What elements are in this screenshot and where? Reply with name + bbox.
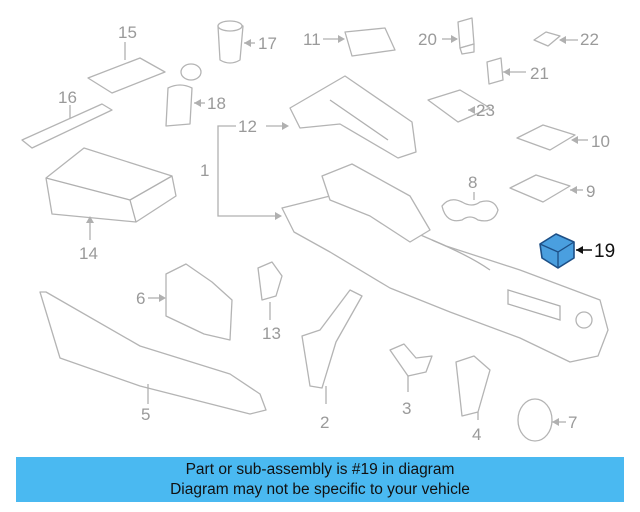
label-19: 19 [594,241,615,262]
part-20-switch [442,17,475,55]
parts-diagram: 15 17 11 20 22 21 16 18 12 23 10 1 8 9 1… [21,17,615,444]
label-3: 3 [402,399,411,418]
part-16-trim [21,103,113,149]
info-banner: Part or sub-assembly is #19 in diagram D… [16,457,624,502]
label-12: 12 [238,117,257,136]
part-2-trim [301,289,363,404]
label-6: 6 [136,289,145,308]
part-6-bracket [148,263,233,341]
label-2: 2 [320,413,329,432]
label-13: 13 [262,324,281,343]
label-22: 22 [580,30,599,49]
label-21: 21 [530,64,549,83]
part-19-highlighted [539,233,592,269]
part-23-panel [427,89,491,123]
part-console [281,163,609,363]
part-15-mat [87,42,166,94]
label-1: 1 [200,161,209,180]
part-12-bezel [266,75,417,159]
part-14-box [45,147,177,240]
label-7: 7 [568,413,577,432]
part-11-pad [323,27,396,57]
part-21-socket [486,57,526,85]
label-4: 4 [472,425,481,444]
part-4-bracket [455,355,491,420]
part-5-panel [39,291,267,415]
part-8-mat [441,192,499,222]
part-18-bracket [165,63,205,127]
part-3-bracket [389,343,433,392]
label-18: 18 [207,94,226,113]
callout-1-bracket [217,125,282,220]
part-17-insert [217,20,255,64]
part-13-clip [257,261,283,320]
part-22-clip [533,31,578,47]
label-5: 5 [141,405,150,424]
label-23: 23 [476,101,495,120]
label-10: 10 [591,132,610,151]
banner-line-2: Diagram may not be specific to your vehi… [170,481,470,498]
label-14: 14 [79,244,98,263]
label-17: 17 [258,34,277,53]
part-7-cap [517,398,566,442]
label-16: 16 [58,88,77,107]
part-10-pad [516,124,588,151]
label-8: 8 [468,173,477,192]
label-15: 15 [118,23,137,42]
part-9-pad [509,174,583,203]
label-11: 11 [303,30,321,49]
label-20: 20 [418,30,437,49]
label-9: 9 [586,182,595,201]
banner-line-1: Part or sub-assembly is #19 in diagram [185,461,455,478]
